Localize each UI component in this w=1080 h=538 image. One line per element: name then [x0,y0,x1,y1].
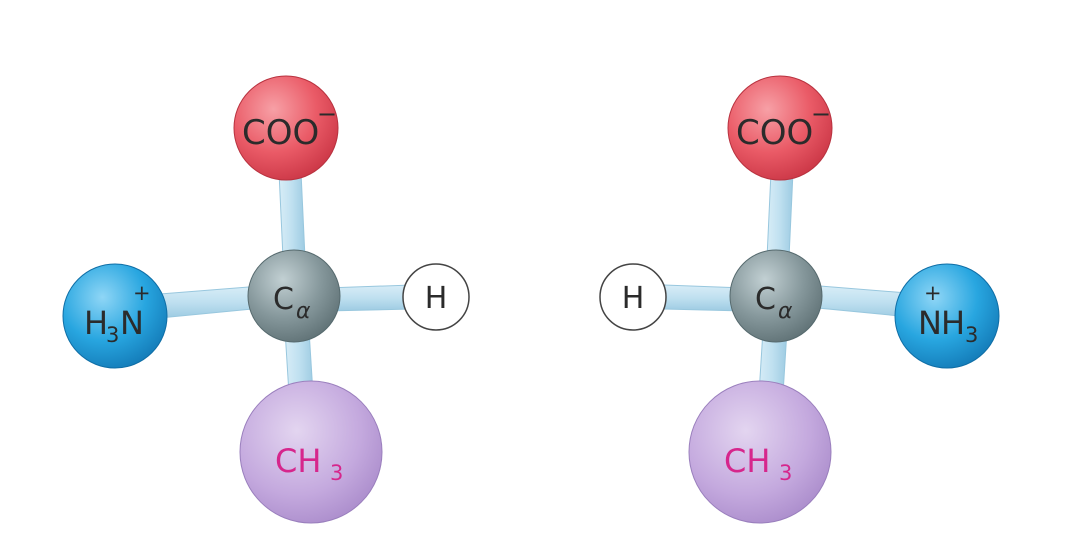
alpha-carbon-atom-left: C α [247,249,341,343]
bond-coo-left [278,171,306,259]
methyl-atom-left: CH 3 [239,380,383,524]
hydrogen-label-left: H [425,281,448,316]
alpha-carbon-atom-right: C α [729,249,823,343]
coo-charge-right: − [811,100,831,128]
amine-sub-left: 3 [106,323,119,347]
methyl-ch-left: CH [275,442,321,480]
coo-charge-left: − [317,100,337,128]
molecule-right: COO − N + H 3 CH 3 C α H [599,75,1000,524]
hydrogen-label-right: H [622,281,645,316]
alpha-sub-right: α [778,299,793,324]
alpha-c-left: C [273,282,294,317]
amine-h-right: H [941,304,965,342]
amine-atom-left: H 3 N + [62,263,168,369]
amine-sub-right: 3 [965,323,978,347]
amine-n-right: N [918,304,942,342]
bond-nh3-left [159,285,264,319]
amine-charge-left: + [133,281,151,305]
amine-n-left: N [120,304,144,342]
coo-label-right: COO [736,113,813,153]
amine-atom-right: N + H 3 [894,263,1000,369]
methyl-ch-right: CH [724,442,770,480]
carboxylate-atom-right: COO − [727,75,833,181]
amine-charge-right: + [924,281,942,305]
svg-text:COO: COO [736,113,813,153]
hydrogen-atom-right: H [599,263,667,331]
svg-text:COO: COO [242,113,319,153]
amine-h-left: H [84,304,108,342]
alpha-sub-left: α [296,299,311,324]
methyl-sub-right: 3 [779,461,792,485]
bond-coo-right [766,171,794,259]
molecule-left: COO − H 3 N + CH 3 C α H [62,75,470,524]
hydrogen-atom-left: H [402,263,470,331]
methyl-atom-right: CH 3 [688,380,832,524]
methyl-sub-left: 3 [330,461,343,485]
coo-label-left: COO [242,113,319,153]
carboxylate-atom-left: COO − [233,75,339,181]
alpha-c-right: C [755,282,776,317]
